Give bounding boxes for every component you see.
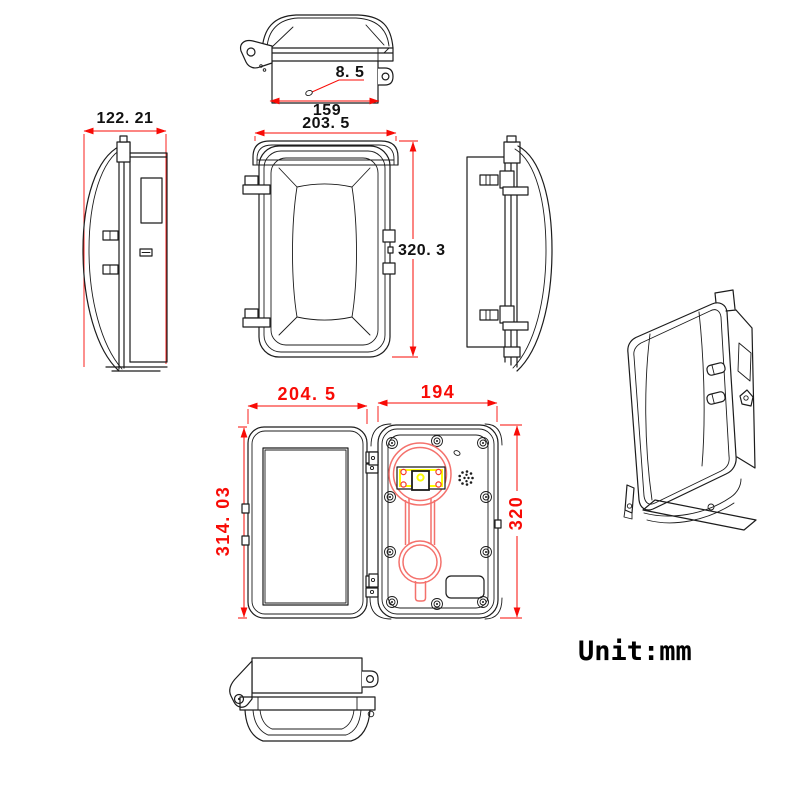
dim-body-height: 320 <box>500 424 527 619</box>
perspective-latch-catch <box>739 389 754 407</box>
right-latch-upper <box>479 170 529 196</box>
speaker-grille <box>458 470 474 486</box>
dim-body-width: 194 <box>377 382 498 422</box>
side-slot <box>139 248 153 257</box>
side-label-plate <box>140 177 163 224</box>
top-view: 8. 5 159 <box>239 14 394 119</box>
dim-label-door-height: 314. 03 <box>213 486 233 557</box>
bottom-view <box>229 657 379 742</box>
dim-label-front-height: 320. 3 <box>398 242 445 259</box>
perspective-latch-knobs <box>706 362 726 405</box>
bottom-mounting-bracket <box>229 660 253 708</box>
dim-top-width: 159 <box>269 97 380 119</box>
dim-door-height: 314. 03 <box>213 426 248 619</box>
dim-label-top-width: 159 <box>313 102 341 119</box>
body-hinge-tabs <box>368 451 379 588</box>
perspective-label-plate <box>737 342 752 382</box>
top-mounting-bracket <box>239 39 273 72</box>
dim-front-width: 203. 5 <box>254 115 397 141</box>
screw-heads <box>384 435 492 610</box>
unit-label: Unit:mm <box>578 636 692 667</box>
body-port-plate <box>445 575 485 599</box>
open-body-view: 194 <box>368 382 527 620</box>
dim-label-front-width: 203. 5 <box>302 115 349 132</box>
perspective-bottom-bracket <box>623 484 635 520</box>
dim-label-door-width: 204. 5 <box>277 384 336 404</box>
front-latches <box>382 229 396 275</box>
left-side-view: 122. 21 <box>82 110 168 372</box>
bottom-right-tab <box>362 670 379 688</box>
dim-label-top-hole: 8. 5 <box>336 64 365 81</box>
door-window <box>262 447 349 606</box>
handset-outline <box>388 442 452 602</box>
dim-door-width: 204. 5 <box>247 384 368 424</box>
right-latch-lower <box>479 305 529 331</box>
hook-bracket <box>396 466 446 491</box>
front-hinges <box>242 175 271 328</box>
top-right-tab <box>378 67 394 86</box>
dim-top-hole: 8. 5 <box>305 64 364 96</box>
open-door-view: 204. 5 314. 03 <box>213 384 379 619</box>
front-view: 203. 5 320. 3 <box>242 115 454 358</box>
door-edge-tabs <box>241 503 250 546</box>
right-side-view <box>466 135 553 372</box>
dim-label-body-width: 194 <box>421 382 456 402</box>
perspective-view <box>623 289 757 531</box>
body-small-hole <box>453 450 461 456</box>
dim-side-depth: 122. 21 <box>83 110 167 367</box>
dim-label-body-height: 320 <box>506 496 526 531</box>
side-hinge-tabs <box>102 230 119 275</box>
dim-label-side-depth: 122. 21 <box>97 110 154 127</box>
dim-front-height: 320. 3 <box>392 140 454 358</box>
body-rim-ears <box>369 423 503 620</box>
front-door-creases <box>278 167 371 336</box>
